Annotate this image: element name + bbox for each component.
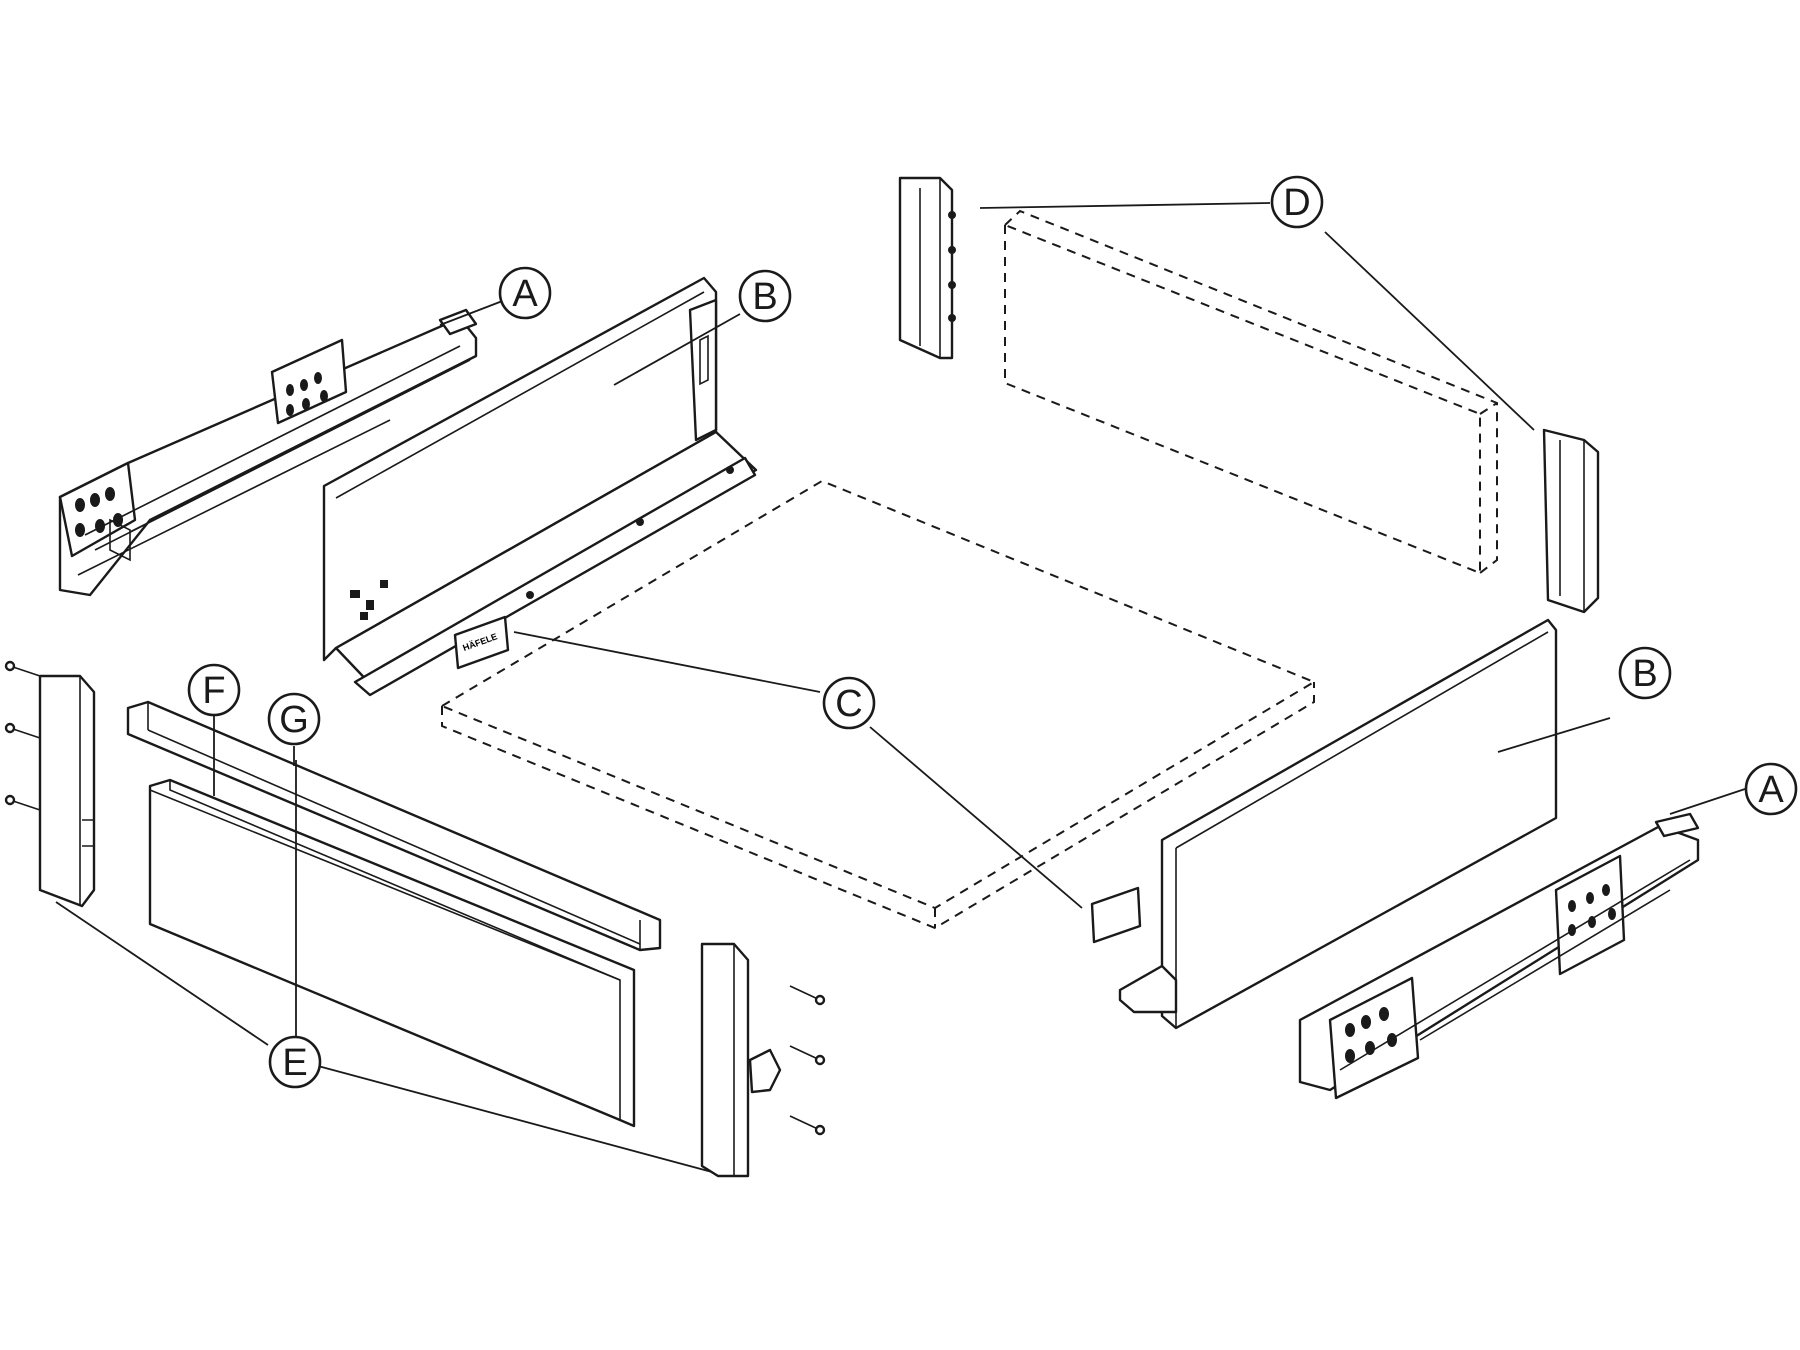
cover-plate — [1090, 886, 1142, 944]
callout-c: C — [822, 676, 876, 730]
brand-plate: HÄFELE — [453, 615, 510, 670]
callout-c-label: C — [835, 683, 862, 725]
callout-b-right: B — [1618, 646, 1672, 700]
back-connector-right — [1542, 428, 1600, 614]
drawer-back-panel-outline — [1004, 209, 1498, 575]
callout-a-right: A — [1744, 762, 1798, 816]
callout-d-label: D — [1283, 182, 1310, 224]
callout-e: E — [268, 1035, 322, 1089]
callout-f-label: F — [202, 670, 225, 712]
callout-g: G — [267, 692, 321, 746]
side-wall-right — [1118, 618, 1558, 1030]
front-rail — [126, 700, 662, 952]
callout-b-left: B — [738, 269, 792, 323]
callout-d: D — [1270, 175, 1324, 229]
leader-lines — [55, 202, 1749, 1173]
back-connector-left — [898, 176, 956, 360]
screws-right — [789, 985, 826, 1136]
side-wall-left — [322, 276, 758, 697]
runner-right — [1298, 812, 1700, 1100]
front-bracket-right — [700, 942, 782, 1178]
callout-a-left-label: A — [512, 273, 538, 315]
runner-left — [58, 308, 478, 597]
callout-a-left: A — [498, 266, 552, 320]
callout-b-right-label: B — [1632, 653, 1657, 695]
callout-a-right-label: A — [1758, 769, 1784, 811]
front-bracket-left — [38, 674, 96, 908]
drawer-bottom-panel-outline — [439, 479, 1317, 930]
callout-e-label: E — [282, 1042, 307, 1084]
front-panel — [148, 778, 636, 1128]
screws-left — [4, 660, 41, 811]
callout-g-label: G — [279, 699, 309, 741]
callout-b-left-label: B — [752, 276, 777, 318]
callout-f: F — [187, 663, 241, 717]
